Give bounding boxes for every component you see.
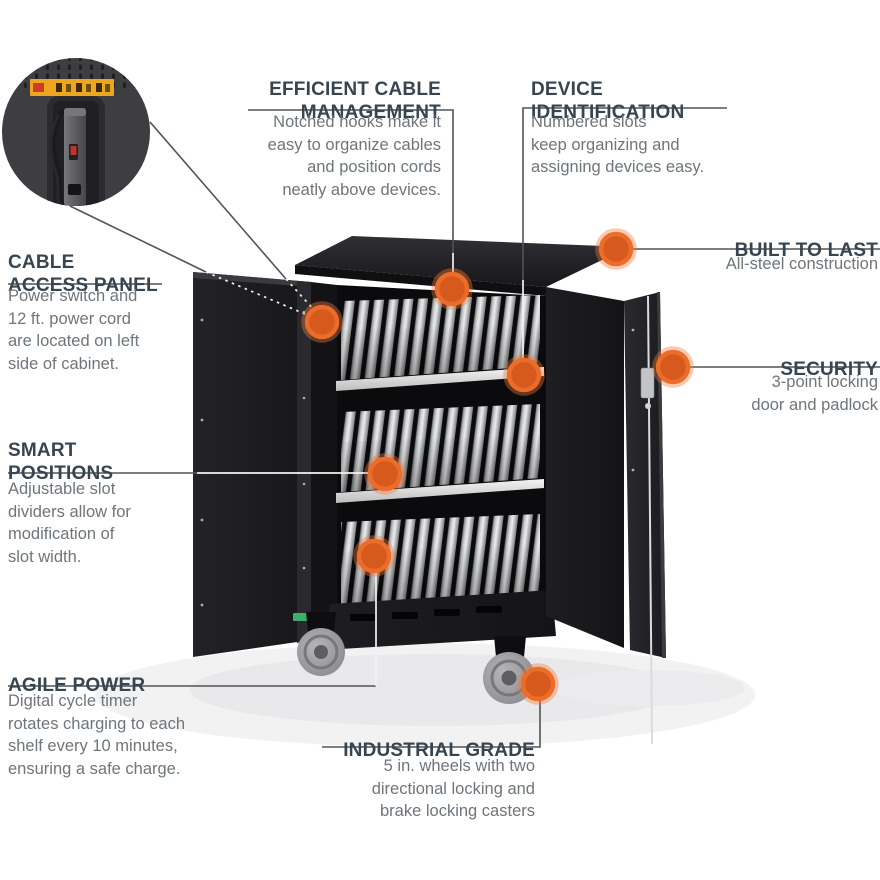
callout-agile-power: AGILE POWER — [8, 656, 248, 715]
callout-agile-power-body: Digital cycle timer rotates charging to … — [8, 692, 186, 778]
shelf-middle — [336, 404, 544, 503]
green-label — [293, 613, 308, 621]
callout-industrial-grade: INDUSTRIAL GRADE — [285, 721, 535, 780]
leader-lines-on-dark — [197, 253, 524, 686]
callout-built-to-last-body: All-steel construction — [725, 255, 878, 273]
security-marker — [652, 346, 694, 388]
callout-cable-access-panel: CABLE ACCESS PANEL — [8, 233, 198, 315]
markers — [301, 228, 694, 705]
line-device-identification — [522, 107, 727, 280]
callout-smart-positions: SMART POSITIONS — [8, 421, 198, 503]
agile-power-marker — [353, 535, 395, 577]
built-to-last-marker — [595, 228, 637, 270]
shelf-top — [336, 295, 544, 391]
callout-security: SECURITY — [640, 340, 878, 399]
callout-device-identification: DEVICE IDENTIFICATION — [531, 60, 751, 142]
callout-title: CABLE ACCESS PANEL — [8, 252, 158, 296]
cable-access-marker — [301, 301, 343, 343]
callout-title: DEVICE IDENTIFICATION — [531, 79, 685, 123]
caster-left — [297, 612, 345, 676]
industrial-grade-marker — [517, 663, 559, 705]
power-switch — [64, 108, 86, 206]
cable-management-marker — [431, 268, 473, 310]
callout-efficient-cable-management: EFFICIENT CABLE MANAGEMENT — [230, 60, 441, 142]
callout-industrial-grade-body: 5 in. wheels with two directional lockin… — [371, 757, 535, 820]
cart-right-door — [624, 292, 666, 745]
callout-device-identification-body: Numbered slots keep organizing and assig… — [531, 113, 705, 176]
callout-built-to-last: BUILT TO LAST — [640, 221, 878, 280]
line-cable-management — [248, 109, 454, 253]
power-cord — [49, 110, 65, 206]
door-lock — [640, 367, 655, 399]
callout-security-body: 3-point locking door and padlock — [751, 373, 878, 414]
device-identification-marker — [503, 354, 545, 396]
callout-cable-access-panel-body: Power switch and 12 ft. power cord are l… — [8, 287, 140, 373]
callout-smart-positions-body: Adjustable slot dividers allow for modif… — [8, 480, 131, 566]
smart-positions-marker — [364, 453, 406, 495]
cart-base — [293, 590, 556, 650]
line-industrial-grade — [322, 701, 541, 748]
callout-efficient-cable-management-body: Notched hooks make it easy to organize c… — [267, 113, 441, 199]
callout-title: AGILE POWER — [8, 675, 146, 696]
leader-lines — [8, 107, 880, 748]
callout-title: INDUSTRIAL GRADE — [343, 740, 535, 761]
caster-right — [483, 636, 535, 704]
cable-access-inset — [2, 58, 150, 206]
callout-title: SECURITY — [780, 359, 878, 380]
cart-top — [295, 236, 629, 287]
callout-title: EFFICIENT CABLE MANAGEMENT — [269, 79, 441, 123]
callout-title: BUILT TO LAST — [734, 240, 878, 261]
inset-line-b — [149, 121, 287, 280]
callout-title: SMART POSITIONS — [8, 440, 114, 484]
cart-cabinet — [293, 236, 666, 745]
cart-left-door — [193, 272, 311, 657]
warning-label — [30, 79, 114, 96]
inset-line-a — [69, 205, 207, 273]
